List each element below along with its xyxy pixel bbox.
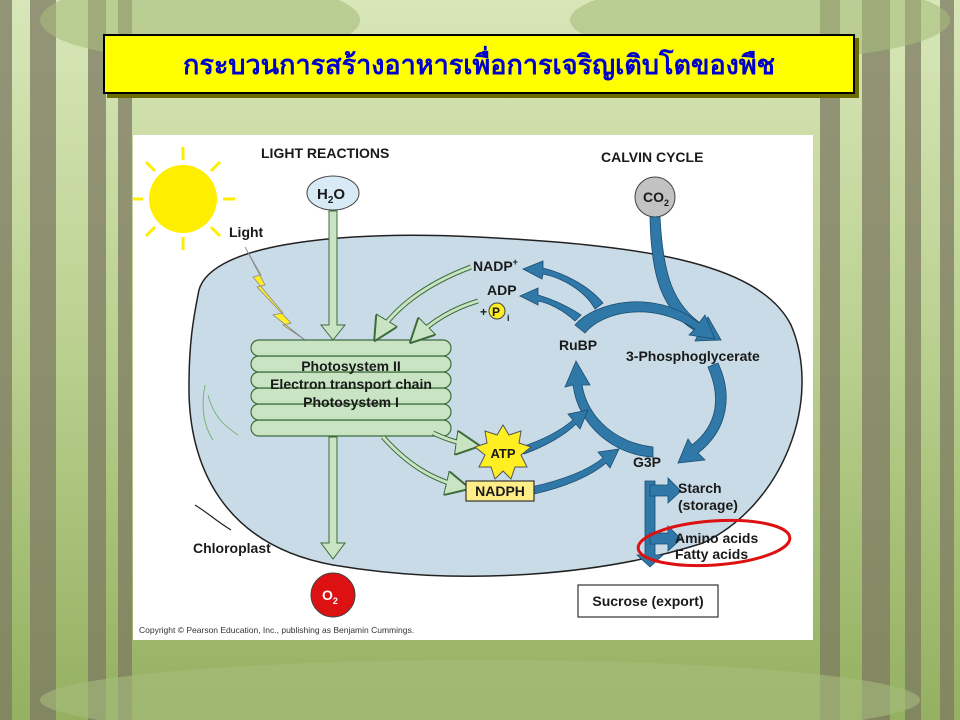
o2-arrow — [320, 436, 346, 560]
h2o-label: H2O — [317, 186, 345, 206]
adp-label: ADP — [487, 282, 517, 298]
light-label: Light — [229, 224, 264, 240]
storage-label: (storage) — [678, 497, 738, 513]
electron-transport-chain-label: Electron transport chain — [270, 376, 432, 392]
atp-starburst — [473, 424, 533, 480]
pi-circle — [488, 302, 506, 320]
photosystem-i-label: Photosystem I — [303, 394, 399, 410]
sucrose-box — [577, 584, 719, 618]
pi-sub: i — [507, 313, 510, 323]
copyright-text: Copyright © Pearson Education, Inc., pub… — [139, 625, 414, 635]
co2-label: CO2 — [643, 189, 669, 208]
g3p-label: G3P — [633, 454, 661, 470]
h2o-bubble — [306, 175, 360, 211]
amino-acids-label: Amino acids — [675, 530, 758, 546]
nadph-label: NADPH — [475, 483, 525, 499]
atp-label: ATP — [490, 446, 515, 461]
amino-acids-highlight-ellipse — [636, 518, 792, 568]
o2-bubble — [310, 572, 356, 618]
chloroplast-label: Chloroplast — [193, 540, 271, 556]
photosynthesis-diagram: Light LIGHT REACTIONS CALVIN CYCLE H2O C… — [133, 135, 813, 640]
title-banner: กระบวนการสร้างอาหารเพื่อการเจริญเติบโตขอ… — [103, 34, 855, 94]
nadp-plus-label: NADP+ — [473, 257, 518, 274]
page-title: กระบวนการสร้างอาหารเพื่อการเจริญเติบโตขอ… — [182, 49, 775, 81]
phosphoglycerate-label: 3-Phosphoglycerate — [626, 348, 760, 364]
pi-plus-sign: + — [480, 305, 487, 319]
sun-icon — [133, 147, 235, 250]
pi-label: P — [492, 305, 500, 319]
calvin-cycle-heading: CALVIN CYCLE — [601, 149, 703, 165]
o2-label: O2 — [322, 587, 338, 606]
h2o-arrow — [319, 210, 347, 341]
rubp-label: RuBP — [559, 337, 597, 353]
photosystem-ii-label: Photosystem II — [301, 358, 401, 374]
calvin-arrows — [519, 216, 727, 568]
sucrose-label: Sucrose (export) — [592, 593, 703, 609]
light-reactions-heading: LIGHT REACTIONS — [261, 145, 389, 161]
starch-label: Starch — [678, 480, 722, 496]
nadph-box — [465, 480, 535, 502]
thylakoid-stack — [250, 339, 452, 437]
fatty-acids-label: Fatty acids — [675, 546, 748, 562]
